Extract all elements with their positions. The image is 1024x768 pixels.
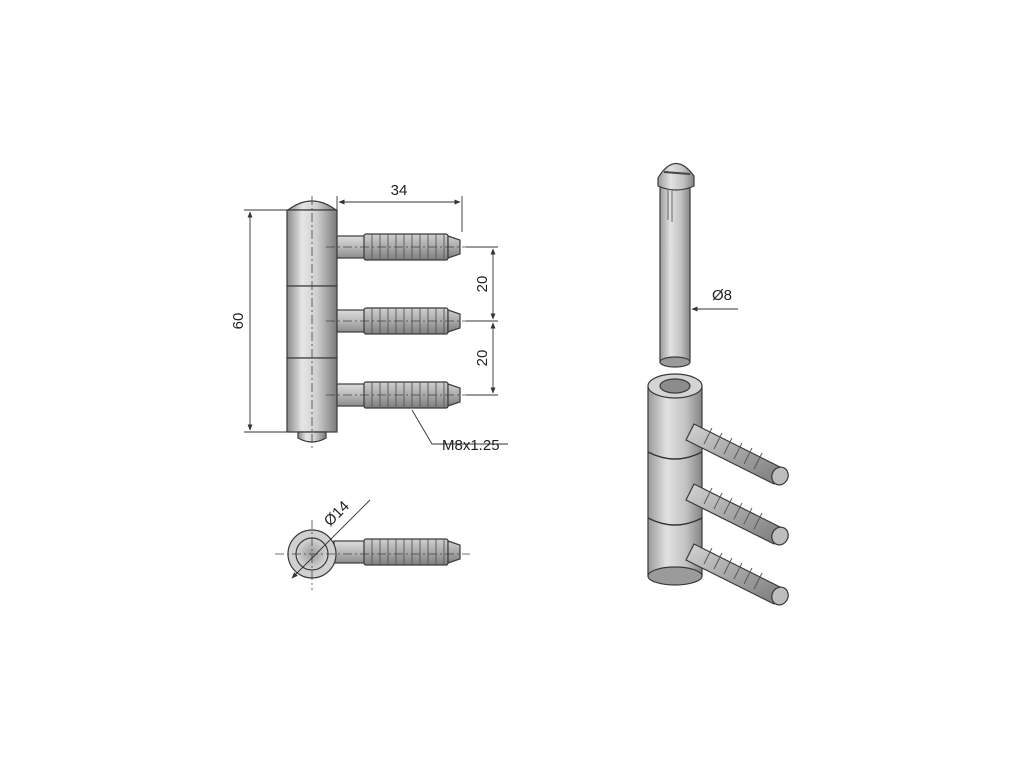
iso-screw-top xyxy=(685,423,789,486)
thread-leader-line xyxy=(411,409,508,445)
dimension-60: 60 xyxy=(230,313,247,330)
thread-callout-label: M8x1.25 xyxy=(442,437,500,454)
dimension-34: 34 xyxy=(391,182,408,199)
diameter-14-label: Ø14 xyxy=(321,498,353,530)
isometric-view: Ø8 xyxy=(647,162,789,606)
diameter-8-label: Ø8 xyxy=(712,287,732,304)
iso-barrel-hole xyxy=(659,378,691,394)
iso-barrel xyxy=(647,373,703,586)
iso-screw-bottom xyxy=(685,543,789,606)
diameter-14-line xyxy=(291,499,371,579)
iso-screw-middle xyxy=(685,483,789,546)
removable-pin xyxy=(657,162,695,368)
dimension-20-bottom: 20 xyxy=(474,350,491,367)
dimension-20-top: 20 xyxy=(474,276,491,293)
front-view: 34 60 20 20 M8x1.25 xyxy=(230,182,508,454)
top-view: Ø14 xyxy=(275,498,470,590)
